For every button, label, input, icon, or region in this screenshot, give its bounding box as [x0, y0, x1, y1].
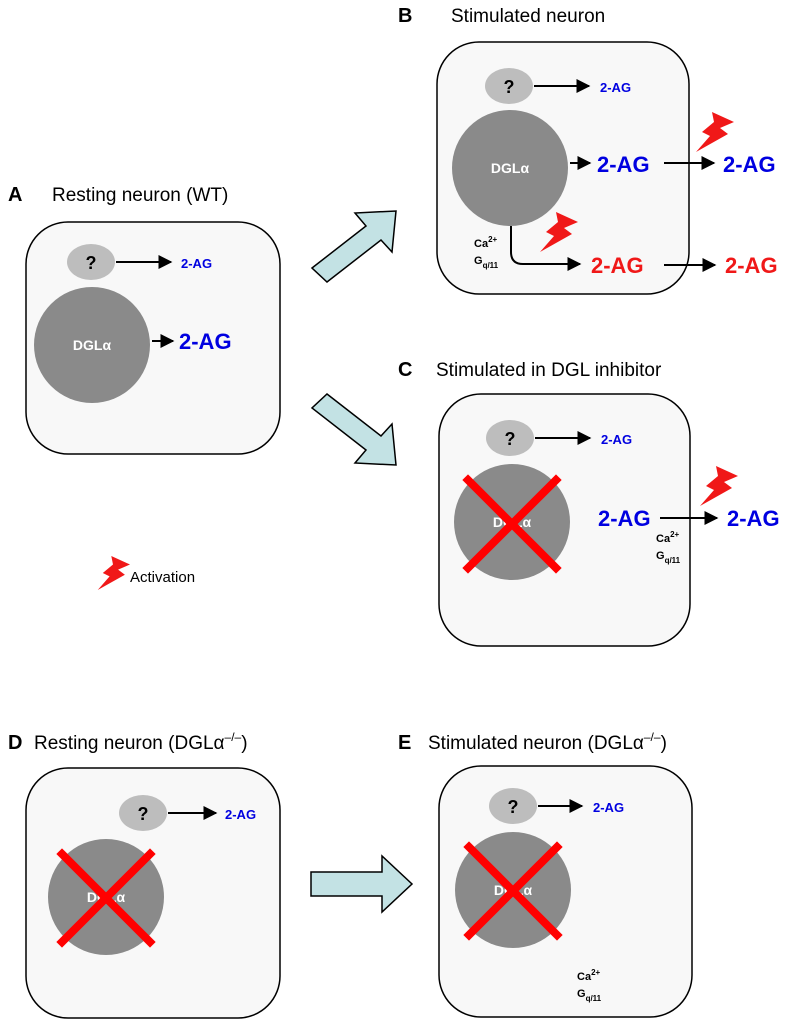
- panel-d-question-mark: ?: [138, 804, 149, 824]
- panel-b-unknown-enzyme: [485, 68, 533, 104]
- panel-c-title: Stimulated in DGL inhibitor: [436, 360, 662, 381]
- panel-b-letter: B: [398, 5, 412, 27]
- panel-b-title: Stimulated neuron: [451, 6, 605, 27]
- panel-c-gq-label: Gq/11: [656, 550, 681, 565]
- panel-e-gq-label: Gq/11: [577, 988, 602, 1003]
- panel-c: C Stimulated in DGL inhibitor ? 2-AG DGL…: [398, 359, 780, 647]
- panel-b-ca-label: Ca2+: [474, 235, 498, 250]
- panel-a: A Resting neuron (WT) ? 2-AG DGLα 2-AG: [8, 184, 281, 455]
- panel-e-title: Stimulated neuron (DGLα–/–): [428, 730, 667, 754]
- panel-d-letter: D: [8, 732, 22, 754]
- panel-c-ca-label: Ca2+: [656, 530, 680, 545]
- panel-e: E Stimulated neuron (DGLα–/–) ? 2-AG DGL…: [398, 730, 693, 1018]
- panel-a-title: Resting neuron (WT): [52, 185, 228, 206]
- panel-b-calcium-arrow: [510, 226, 582, 271]
- panel-d-title: Resting neuron (DGLα–/–): [34, 730, 248, 754]
- panel-e-ca-label: Ca2+: [577, 968, 601, 983]
- panel-d-unknown-enzyme: [119, 795, 167, 831]
- panel-b: B Stimulated neuron ? 2-AG DGLα 2-AG 2-A…: [398, 5, 778, 295]
- panel-b-blue-2ag: 2-AG: [597, 152, 650, 177]
- panel-c-unknown-enzyme: [486, 420, 534, 456]
- panel-c-letter: C: [398, 359, 412, 381]
- panel-b-red-2ag-out: 2-AG: [725, 253, 778, 278]
- panel-e-unknown-enzyme: [489, 788, 537, 824]
- panel-a-big-2ag: 2-AG: [179, 329, 232, 354]
- legend-lightning-bolt-icon: [97, 556, 130, 590]
- arrow-a-to-b: [310, 210, 397, 283]
- panel-b-question-mark: ?: [504, 77, 515, 97]
- panel-d: D Resting neuron (DGLα–/–) ? 2-AG DGLα: [8, 730, 281, 1019]
- panel-b-blue-2ag-out: 2-AG: [723, 152, 776, 177]
- panel-b-lightning-bolt-icon-top: [696, 112, 734, 152]
- legend: Activation: [97, 556, 195, 590]
- panel-b-gq-label: Gq/11: [474, 255, 499, 270]
- panel-b-dgl-label: DGLα: [491, 160, 530, 176]
- panel-a-dgl-circle: [34, 287, 150, 403]
- panel-c-blue-2ag: 2-AG: [598, 506, 651, 531]
- panel-c-small-2ag: 2-AG: [601, 432, 632, 447]
- panel-a-question-mark: ?: [86, 253, 97, 273]
- panel-c-question-mark: ?: [505, 429, 516, 449]
- panel-d-small-2ag: 2-AG: [225, 807, 256, 822]
- legend-activation-label: Activation: [130, 569, 195, 586]
- panel-b-dgl-circle: [452, 110, 568, 226]
- panel-a-letter: A: [8, 184, 22, 206]
- arrow-a-to-c: [310, 393, 397, 466]
- panel-a-dgl-label: DGLα: [73, 337, 112, 353]
- panel-e-letter: E: [398, 732, 411, 754]
- panel-c-blue-2ag-out: 2-AG: [727, 506, 780, 531]
- panel-a-small-2ag: 2-AG: [181, 256, 212, 271]
- panel-e-question-mark: ?: [508, 797, 519, 817]
- panel-c-lightning-bolt-icon: [700, 466, 738, 506]
- panel-a-unknown-enzyme: [67, 244, 115, 280]
- panel-e-small-2ag: 2-AG: [593, 800, 624, 815]
- arrow-d-to-e: [310, 854, 414, 914]
- panel-b-small-2ag: 2-AG: [600, 80, 631, 95]
- panel-b-red-2ag: 2-AG: [591, 253, 644, 278]
